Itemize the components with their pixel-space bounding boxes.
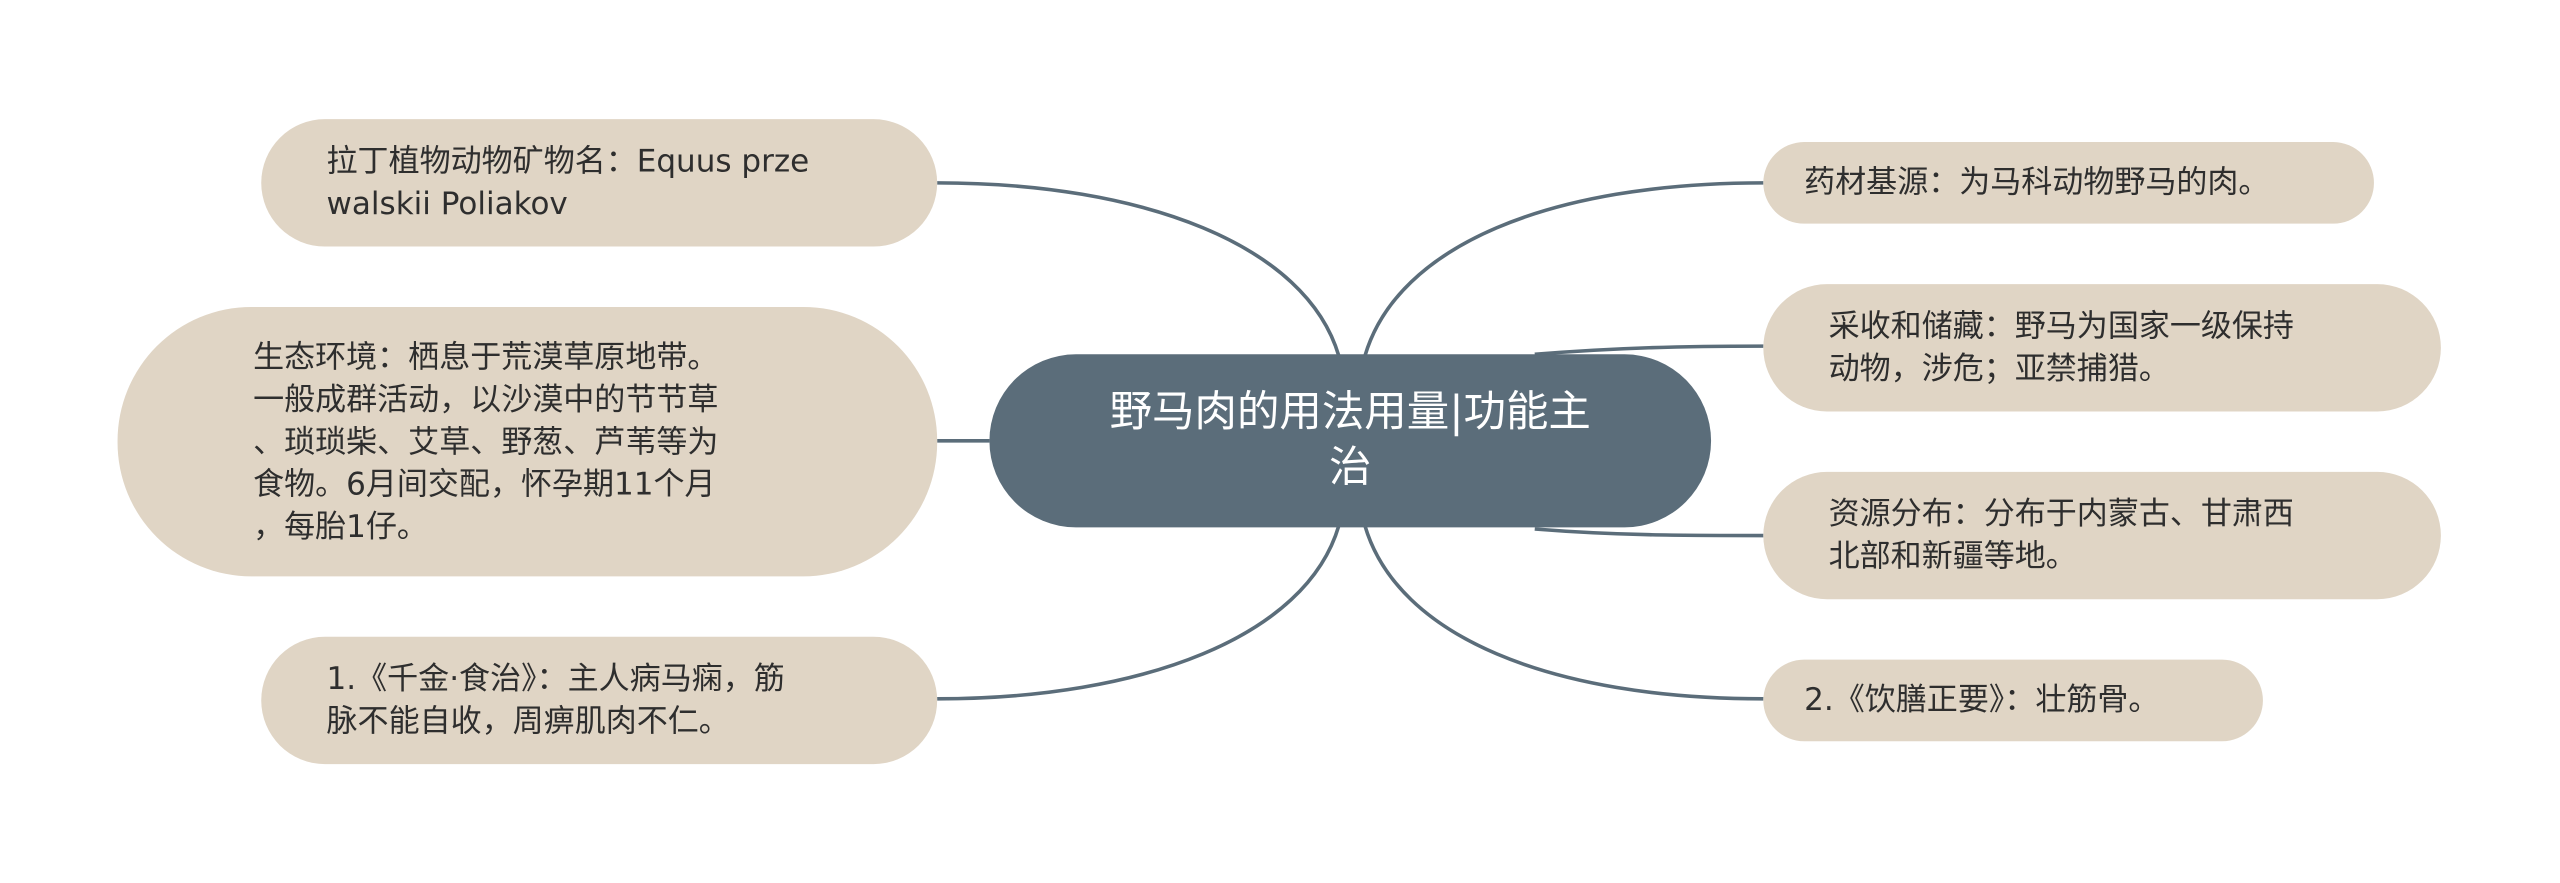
node-harvest-label: 采收和储藏：野马为国家一级保持 动物，涉危；亚禁捕猎。 xyxy=(1828,308,2294,387)
node-qianjin[interactable]: 1.《千金·食治》：主人病马痫，筋 脉不能自收，周痹肌肉不仁。 xyxy=(261,636,938,765)
link-distribution xyxy=(1534,527,1764,538)
node-latin-name[interactable]: 拉丁植物动物矿物名：Equus prze walskii Poliakov xyxy=(261,119,938,247)
node-habitat-label: 生态环境：栖息于荒漠草原地带。 一般成群活动，以沙漠中的节节草 、琐琐柴、艾草、… xyxy=(253,338,719,545)
node-yinshan[interactable]: 2.《饮膳正要》：壮筋骨。 xyxy=(1763,659,2263,742)
link-qianjin xyxy=(937,525,1341,701)
link-latin-name xyxy=(937,181,1341,357)
node-latin-name-label: 拉丁植物动物矿物名：Equus prze walskii Poliakov xyxy=(326,143,810,223)
node-yinshan-label: 2.《饮膳正要》：壮筋骨。 xyxy=(1804,682,2160,719)
link-harvest xyxy=(1534,344,1764,357)
central-topic[interactable]: 野马肉的用法用量|功能主 治 xyxy=(989,354,1712,528)
node-habitat[interactable]: 生态环境：栖息于荒漠草原地带。 一般成群活动，以沙漠中的节节草 、琐琐柴、艾草、… xyxy=(117,306,938,577)
node-qianjin-label: 1.《千金·食治》：主人病马痫，筋 脉不能自收，周痹肌肉不仁。 xyxy=(326,661,785,740)
node-distribution-label: 资源分布：分布于内蒙古、甘肃西 北部和新疆等地。 xyxy=(1828,496,2294,575)
central-topic-label: 野马肉的用法用量|功能主 治 xyxy=(1109,388,1591,494)
node-source-label: 药材基源：为马科动物野马的肉。 xyxy=(1804,164,2270,201)
node-source[interactable]: 药材基源：为马科动物野马的肉。 xyxy=(1763,142,2374,224)
node-distribution[interactable]: 资源分布：分布于内蒙古、甘肃西 北部和新疆等地。 xyxy=(1763,471,2441,600)
link-source xyxy=(1363,181,1764,357)
link-yinshan xyxy=(1363,525,1764,701)
node-harvest[interactable]: 采收和储藏：野马为国家一级保持 动物，涉危；亚禁捕猎。 xyxy=(1763,284,2441,412)
